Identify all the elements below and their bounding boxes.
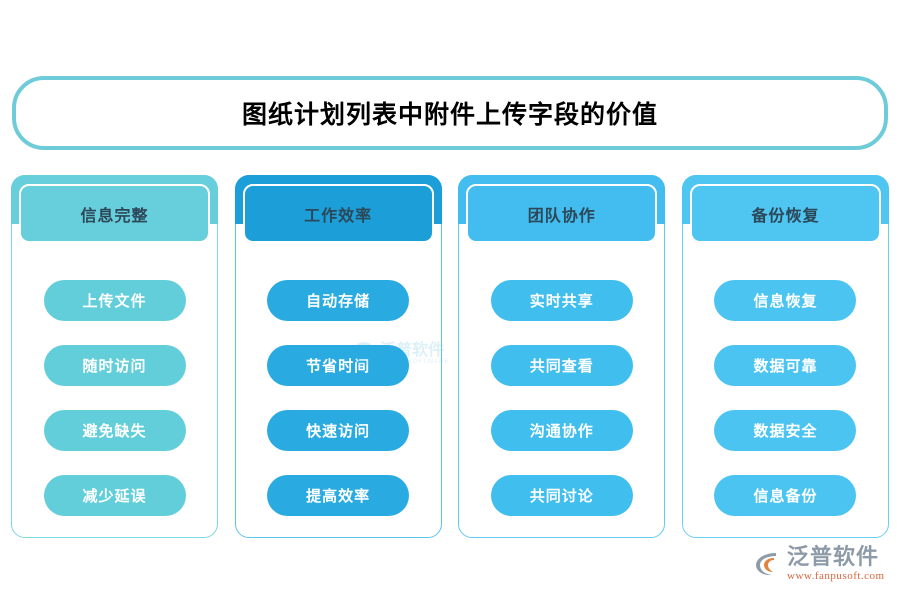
list-item-label: 数据安全 [753, 423, 818, 440]
list-item[interactable]: 沟通协作 [490, 410, 633, 451]
card-header[interactable]: 备份恢复 [689, 184, 881, 243]
list-item-label: 数据可靠 [753, 358, 818, 375]
card-item-list: 实时共享 共同查看 沟通协作 共同讨论 [458, 280, 665, 516]
category-column-team-collaboration: 团队协作 实时共享 共同查看 沟通协作 共同讨论 [458, 175, 666, 538]
card-item-list: 自动存储 节省时间 快速访问 提高效率 [235, 280, 442, 516]
list-item-label: 共同讨论 [529, 488, 594, 505]
list-item-label: 提高效率 [306, 488, 371, 505]
list-item-label: 避免缺失 [82, 423, 147, 440]
card-item-list: 信息恢复 数据可靠 数据安全 信息备份 [682, 280, 889, 516]
list-item[interactable]: 减少延误 [43, 475, 186, 516]
list-item-label: 快速访问 [306, 423, 371, 440]
list-item-label: 实时共享 [529, 293, 594, 310]
list-item-label: 共同查看 [529, 358, 594, 375]
list-item[interactable]: 提高效率 [267, 475, 410, 516]
list-item-label: 节省时间 [306, 358, 371, 375]
category-column-backup-recovery: 备份恢复 信息恢复 数据可靠 数据安全 信息备份 [681, 175, 889, 538]
list-item[interactable]: 节省时间 [267, 345, 410, 386]
list-item[interactable]: 自动存储 [267, 280, 410, 321]
list-item[interactable]: 数据安全 [714, 410, 857, 451]
brand-url-label: www.fanpusoft.com [787, 570, 885, 582]
category-column-work-efficiency: 工作效率 自动存储 节省时间 快速访问 提高效率 [234, 175, 442, 538]
list-item-label: 减少延误 [82, 488, 147, 505]
brand-swoosh-icon [752, 549, 782, 579]
list-item-label: 自动存储 [306, 293, 371, 310]
category-columns: 信息完整 上传文件 随时访问 避免缺失 减少延误 工作效率 自动存储 节省时间 … [0, 175, 900, 540]
card-header-label: 团队协作 [527, 207, 596, 225]
brand-text: 泛普软件 www.fanpusoft.com [787, 546, 885, 582]
list-item-label: 沟通协作 [529, 423, 594, 440]
list-item-label: 信息恢复 [753, 293, 818, 310]
list-item[interactable]: 共同查看 [490, 345, 633, 386]
list-item-label: 信息备份 [753, 488, 818, 505]
card-header[interactable]: 团队协作 [466, 184, 658, 243]
card-header[interactable]: 工作效率 [242, 184, 434, 243]
list-item-label: 随时访问 [82, 358, 147, 375]
page-title: 图纸计划列表中附件上传字段的价值 [241, 101, 658, 129]
brand-logo: 泛普软件 www.fanpusoft.com [752, 546, 885, 582]
card-item-list: 上传文件 随时访问 避免缺失 减少延误 [11, 280, 218, 516]
list-item[interactable]: 信息备份 [714, 475, 857, 516]
card-header-label: 信息完整 [80, 207, 149, 225]
list-item[interactable]: 信息恢复 [714, 280, 857, 321]
page-title-banner: 图纸计划列表中附件上传字段的价值 [12, 76, 888, 150]
list-item[interactable]: 避免缺失 [43, 410, 186, 451]
list-item[interactable]: 随时访问 [43, 345, 186, 386]
list-item[interactable]: 实时共享 [490, 280, 633, 321]
list-item-label: 上传文件 [82, 293, 147, 310]
list-item[interactable]: 共同讨论 [490, 475, 633, 516]
list-item[interactable]: 上传文件 [43, 280, 186, 321]
list-item[interactable]: 快速访问 [267, 410, 410, 451]
card-header[interactable]: 信息完整 [19, 184, 210, 243]
category-column-information-integrity: 信息完整 上传文件 随时访问 避免缺失 减少延误 [11, 175, 218, 538]
card-header-label: 工作效率 [304, 207, 373, 225]
brand-cn-label: 泛普软件 [787, 544, 880, 569]
card-header-label: 备份恢复 [751, 207, 820, 225]
list-item[interactable]: 数据可靠 [714, 345, 857, 386]
